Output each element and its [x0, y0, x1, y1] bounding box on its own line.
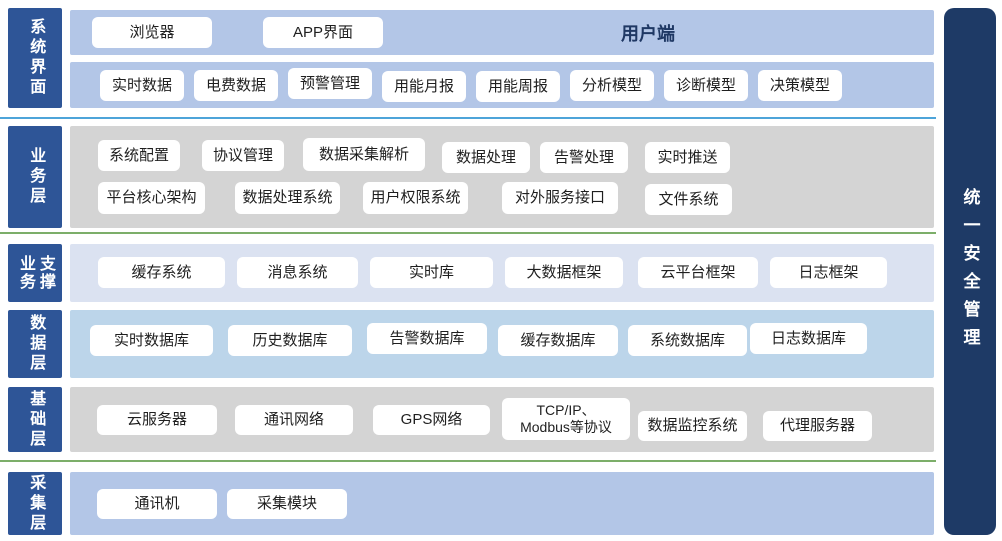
module-box: 云平台框架 [638, 257, 758, 288]
module-box: 通讯网络 [235, 405, 353, 435]
module-box: 用能周报 [476, 71, 560, 102]
layer-label-text: 业务 支撑 [17, 255, 54, 291]
unified-security-label: 统一安全管理 [960, 187, 980, 356]
user-client-band: 浏览器 APP界面 用户端 [70, 10, 934, 55]
module-box: 数据处理 [442, 142, 530, 173]
module-box: 系统配置 [98, 140, 180, 171]
module-box: 历史数据库 [228, 325, 352, 356]
module-box: 实时数据 [100, 70, 184, 101]
module-box: 缓存数据库 [498, 325, 618, 356]
data-band: 实时数据库 历史数据库 告警数据库 缓存数据库 系统数据库 日志数据库 [70, 310, 934, 378]
module-box: 告警处理 [540, 142, 628, 173]
module-box: 数据处理系统 [235, 182, 340, 214]
separator-line [0, 232, 936, 234]
layer-label-business: 业务层 [8, 126, 62, 228]
layer-label-text: 采集层 [27, 473, 45, 534]
layer-label-infrastructure: 基础层 [8, 387, 62, 452]
module-box: 平台核心架构 [98, 182, 205, 214]
separator-line [0, 117, 936, 119]
interface-modules-band: 实时数据 电费数据 预警管理 用能月报 用能周报 分析模型 诊断模型 决策模型 [70, 62, 934, 108]
business-support-band: 缓存系统 消息系统 实时库 大数据框架 云平台框架 日志框架 [70, 244, 934, 302]
module-box: 缓存系统 [98, 257, 225, 288]
module-box: 采集模块 [227, 489, 347, 519]
module-box: 数据采集解析 [303, 138, 425, 171]
layer-label-text: 数据层 [27, 314, 45, 374]
layer-label-system-interface: 系统界面 [8, 8, 62, 108]
module-box: 通讯机 [97, 489, 217, 519]
module-box: 告警数据库 [367, 323, 487, 354]
module-box: 文件系统 [645, 184, 732, 215]
module-box: 用户权限系统 [363, 182, 468, 214]
module-box: 决策模型 [758, 70, 842, 101]
layer-label-business-support: 业务 支撑 [8, 244, 62, 302]
module-box: 代理服务器 [763, 411, 872, 441]
module-box: 云服务器 [97, 405, 217, 435]
module-box: 分析模型 [570, 70, 654, 101]
module-box: 大数据框架 [505, 257, 623, 288]
module-box: APP界面 [263, 17, 383, 48]
module-box: 日志框架 [770, 257, 887, 288]
layer-label-text: 业务层 [27, 147, 45, 207]
module-box: 用能月报 [382, 71, 466, 102]
collection-band: 通讯机 采集模块 [70, 472, 934, 535]
module-box: GPS网络 [373, 405, 490, 435]
infrastructure-band: 云服务器 通讯网络 GPS网络 TCP/IP、 Modbus等协议 数据监控系统… [70, 387, 934, 452]
module-box: 电费数据 [194, 70, 278, 101]
module-box: 实时数据库 [90, 325, 213, 356]
module-box: 日志数据库 [750, 323, 867, 354]
layer-label-collection: 采集层 [8, 472, 62, 535]
module-box: 协议管理 [202, 140, 284, 171]
module-box: 预警管理 [288, 68, 372, 99]
layer-label-text: 基础层 [27, 389, 45, 450]
module-box: 诊断模型 [664, 70, 748, 101]
business-band: 系统配置 协议管理 数据采集解析 数据处理 告警处理 实时推送 平台核心架构 数… [70, 126, 934, 228]
module-box: 浏览器 [92, 17, 212, 48]
module-box: 系统数据库 [628, 325, 747, 356]
layer-label-text: 系统界面 [27, 18, 45, 98]
module-box: TCP/IP、 Modbus等协议 [502, 398, 630, 440]
module-box: 实时推送 [645, 142, 730, 173]
module-box: 数据监控系统 [638, 411, 747, 441]
client-title: 用户端 [621, 24, 675, 44]
layer-label-data: 数据层 [8, 310, 62, 378]
unified-security-bar: 统一安全管理 [944, 8, 996, 535]
module-box: 对外服务接口 [502, 182, 618, 214]
module-box: 实时库 [370, 257, 493, 288]
module-box: 消息系统 [237, 257, 358, 288]
separator-line [0, 460, 936, 462]
